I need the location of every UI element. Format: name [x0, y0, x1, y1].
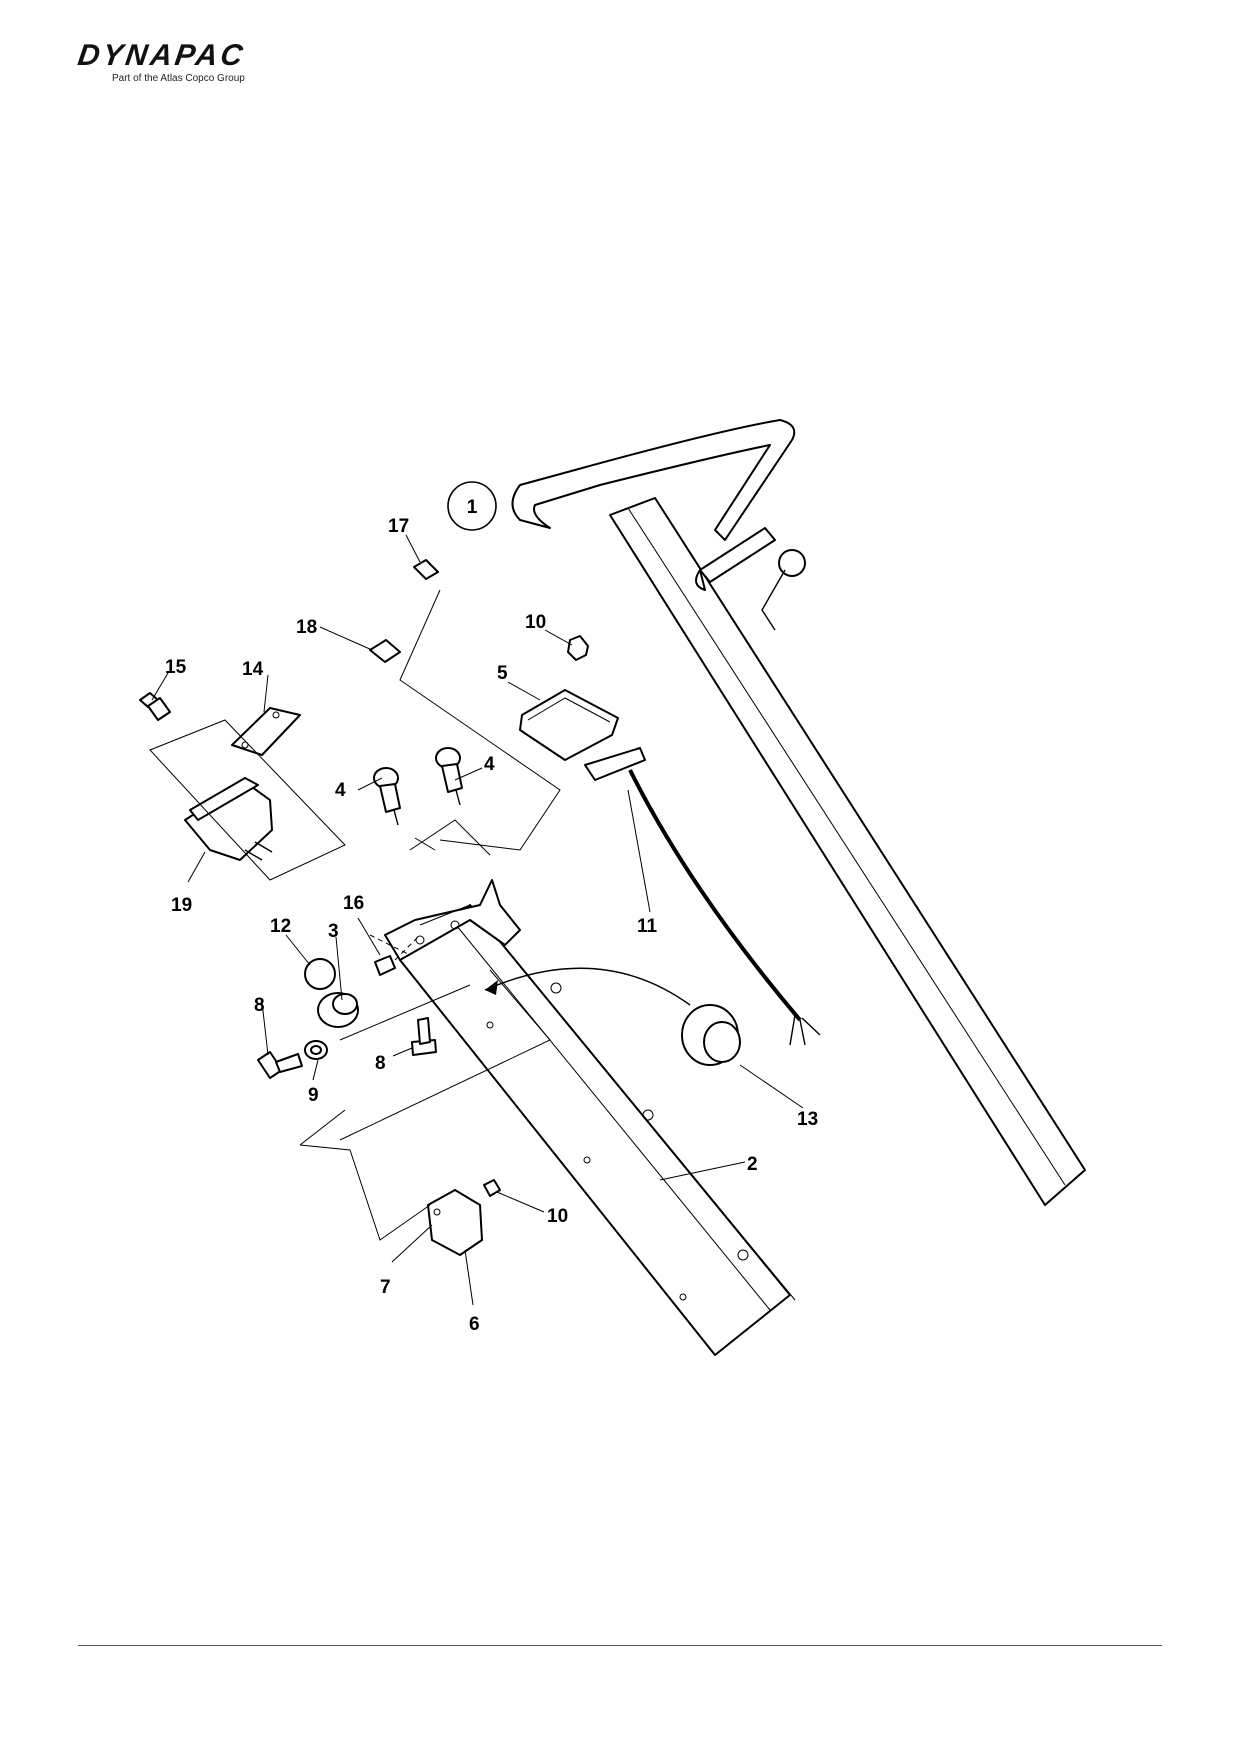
callout-16: 16: [343, 893, 364, 914]
part-16-nut: [374, 955, 396, 976]
part-3-knob: [304, 958, 359, 1028]
callout-8-left: 8: [254, 995, 265, 1016]
assembly-lines: [149, 589, 561, 1241]
part-5-box: [519, 635, 619, 761]
part-13-connector: [484, 967, 741, 1066]
callout-8-right: 8: [375, 1053, 386, 1074]
leader-lines: [151, 534, 804, 1306]
part-6-7-bracket: [427, 1179, 501, 1256]
callout-6: 6: [469, 1314, 480, 1335]
header-logo: DYNAPAC Part of the Atlas Copco Group: [76, 39, 298, 90]
assembly-number: 1: [467, 497, 478, 518]
assembly-circle: 1: [447, 481, 497, 531]
callout-13: 13: [797, 1109, 818, 1130]
front-tube: [384, 879, 796, 1356]
callout-19: 19: [171, 895, 192, 916]
callout-9: 9: [308, 1085, 319, 1106]
footer-divider: [78, 1645, 1162, 1646]
part-17-18-labels: [369, 559, 439, 663]
callout-12: 12: [270, 916, 291, 937]
part-14-plate: [231, 707, 301, 756]
part-4-lamps: [373, 747, 463, 826]
callout-4-left: 4: [335, 780, 346, 801]
part-11-cable: [584, 747, 821, 1046]
handle-tube: [511, 419, 1086, 1206]
callout-labels: 17 18 15 14 10 5 4 4 19 16 12 3 11 8 8 9…: [165, 516, 818, 1335]
part-19-housing: [184, 777, 273, 861]
brand-tagline: Part of the Atlas Copco Group: [112, 73, 245, 84]
callout-7: 7: [380, 1277, 391, 1298]
callout-17: 17: [388, 516, 409, 537]
callout-11: 11: [637, 916, 658, 937]
part-15-bolt: [139, 692, 171, 721]
callout-2: 2: [747, 1154, 758, 1175]
callout-10-top: 10: [525, 612, 546, 633]
callout-4-right: 4: [484, 754, 495, 775]
callout-14: 14: [242, 659, 264, 680]
part-8-screws: [257, 1017, 437, 1079]
callout-5: 5: [497, 663, 508, 684]
callout-15: 15: [165, 657, 187, 678]
callout-3: 3: [328, 921, 339, 942]
callout-10-bottom: 10: [547, 1206, 568, 1227]
callout-18: 18: [296, 617, 317, 638]
